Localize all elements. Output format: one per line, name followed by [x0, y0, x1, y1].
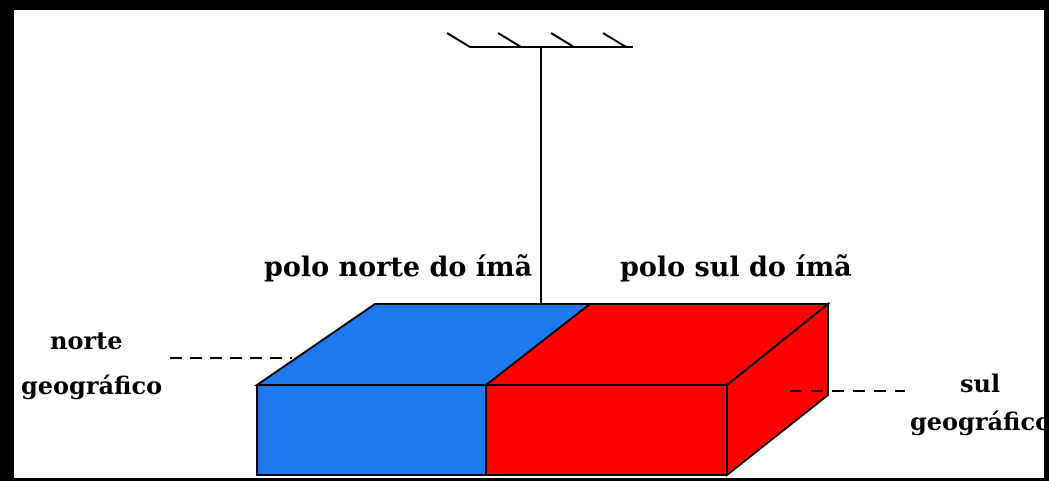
north-pole-magnet-label: polo norte do ímã [264, 252, 532, 283]
magnet-south-side [726, 301, 829, 478]
support-beam [446, 32, 633, 48]
magnet-south-front [485, 384, 728, 476]
south-geographic-label-line1: sul [960, 369, 1000, 398]
south-geographic-label-line2: geográfico [910, 407, 1049, 436]
magnet-north-front [256, 384, 487, 476]
magnet-bar [253, 301, 831, 478]
north-geographic-label-line1: norte [50, 326, 122, 355]
north-geographic-label-line2: geográfico [21, 371, 162, 400]
south-pole-magnet-label: polo sul do ímã [620, 252, 852, 283]
